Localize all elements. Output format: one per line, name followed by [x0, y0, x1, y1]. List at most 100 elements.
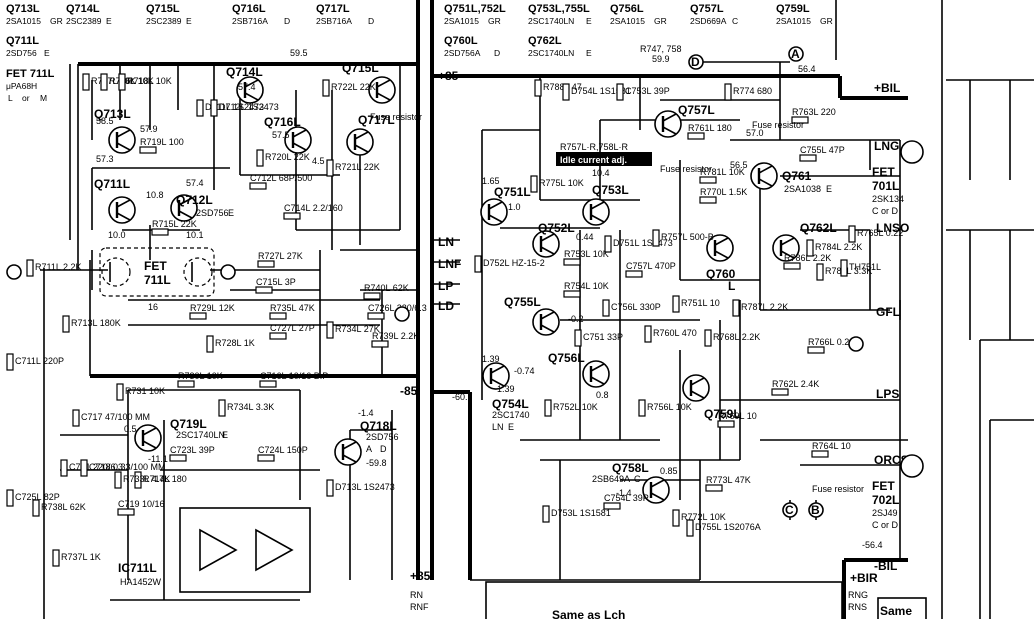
voltage-v10: 1.0: [508, 202, 521, 212]
q718-part: 2SD756: [366, 432, 399, 442]
transistor-collector: [650, 479, 665, 488]
hdr-q714: Q714L: [66, 3, 100, 15]
transistor-q758l: Q758L: [612, 461, 670, 504]
component-body: [114, 471, 122, 489]
voltage-v085: 0.85: [660, 466, 678, 476]
transistor-emitter: [540, 246, 555, 255]
transistor-label: Q752L: [538, 221, 575, 235]
transistor-collector: [490, 365, 505, 374]
component-body: [218, 399, 226, 417]
component-r735: R735L 47K: [269, 303, 315, 320]
component-d753: D753L 1S1581: [542, 505, 611, 523]
component-body: [771, 388, 789, 396]
transistor-label: Q718L: [360, 419, 397, 433]
ic711-block: IC711L HA1452W: [118, 507, 311, 593]
component-r731: R731 10K: [116, 383, 165, 401]
component-c714: C714L 2.2/160: [283, 203, 343, 220]
component-r762: R762L 2.4K: [771, 379, 819, 396]
voltage-v585: 58.5: [96, 116, 114, 126]
transistor-symbol: [532, 308, 560, 336]
fet701-l2: 701L: [872, 179, 899, 193]
ic711-part: HA1452W: [120, 577, 162, 587]
hdr-q717: Q717L: [316, 3, 350, 15]
transistor-emitter: [292, 142, 307, 151]
component-body: [326, 159, 334, 177]
component-label: R740L 62K: [364, 283, 409, 293]
hdr-q757: Q757L: [690, 3, 724, 15]
component-body: [574, 329, 582, 347]
transistor-q751l: Q751L: [480, 185, 531, 226]
transistor-label: Q719L: [170, 417, 207, 431]
component-r773: R773L 47K: [705, 475, 751, 492]
component-label: C753L 39P: [625, 86, 670, 96]
transistor-q715l: Q715L: [342, 61, 396, 104]
component-label: C724L 150P: [258, 445, 308, 455]
transistor-label: Q756L: [548, 351, 585, 365]
transistor-emitter: [540, 324, 555, 333]
label-r747-v: 59.9: [652, 54, 670, 64]
transistor-emitter: [376, 92, 391, 101]
component-c716: C716L 10/16 B.P: [259, 371, 328, 388]
component-label: R713L 180K: [71, 318, 121, 328]
hdr-q716-grade: D: [284, 16, 290, 26]
transistor-label: Q751L: [494, 185, 531, 199]
q761-part: 2SA1038: [784, 184, 821, 194]
label-gfl: GFL: [876, 305, 900, 319]
hdr-q714-grade: E: [106, 16, 112, 26]
component-label: R773L 47K: [706, 475, 751, 485]
component-label: R722L 22K: [331, 82, 376, 92]
label-vm56: -56.4: [862, 540, 883, 550]
transistor-emitter: [650, 492, 665, 501]
component-r781: R781L 10K: [699, 167, 745, 184]
component-label: D751L 1S2473: [613, 238, 673, 248]
component-r760: R760L 470: [644, 325, 697, 343]
component-body: [699, 196, 717, 204]
component-label: R770L 1.5K: [700, 187, 747, 197]
component-label: C725L 82P: [15, 492, 60, 502]
label-plus85-bottom: +85: [410, 569, 431, 583]
voltage-v100: 10.0: [108, 230, 126, 240]
transistor-label: Q757L: [678, 103, 715, 117]
component-label: D755L 1S2076A: [695, 522, 761, 532]
transistor-label: Q758L: [612, 461, 649, 475]
component-label: R720L 22K: [265, 152, 310, 162]
ic711-opamp-2: [255, 528, 294, 572]
hdr-q714-part: 2SC2389: [66, 16, 102, 26]
component-label: C719 10/16: [118, 499, 165, 509]
hdr-q711-part: 2SD756: [6, 48, 37, 58]
component-body: [562, 83, 570, 101]
hdr-q762-grade: E: [586, 48, 592, 58]
hdr-q711: Q711L: [6, 35, 39, 47]
voltage-v14b: -1.4: [616, 488, 632, 498]
component-label: D712L 1S2473: [219, 102, 279, 112]
hdr-q717-part: 2SB716A: [316, 16, 352, 26]
transistor-symbol: [170, 194, 198, 222]
q758-grade: C: [634, 474, 641, 484]
voltage-v598: -59.8: [366, 458, 387, 468]
transistor-q719l: Q719L: [134, 417, 207, 452]
hdr-fet711: FET 711L: [6, 68, 55, 80]
component-body: [257, 260, 275, 268]
component-body: [322, 79, 330, 97]
component-body: [26, 259, 34, 277]
component-body: [799, 154, 817, 162]
right-edge-circuit: [946, 79, 1034, 619]
voltage-v575: 57.5: [272, 130, 290, 140]
component-label: R715L 22K: [152, 219, 197, 229]
transistor-label: Q754L: [492, 397, 529, 411]
component-body: [563, 290, 581, 298]
transistor-emitter: [490, 378, 505, 387]
voltage-v101: 10.1: [186, 230, 204, 240]
transistor-q757l: Q757L: [654, 103, 715, 138]
component-body: [72, 409, 80, 427]
transistor-q717l: Q717L: [346, 113, 395, 156]
component-label: R781L 10K: [700, 167, 745, 177]
component-body: [117, 508, 135, 516]
component-c719: C719 10/16: [117, 499, 165, 516]
component-r764: R764L 10: [811, 441, 851, 458]
voltage-v104: 10.4: [592, 168, 610, 178]
label-v56: 56.4: [798, 64, 816, 74]
component-label: R737L 1K: [61, 552, 101, 562]
